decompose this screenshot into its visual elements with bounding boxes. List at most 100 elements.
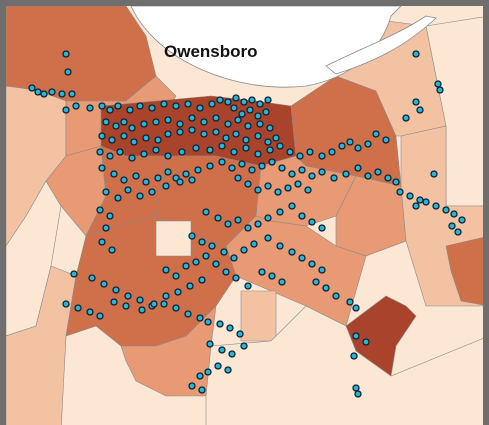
- point-marker[interactable]: [242, 136, 250, 144]
- point-marker[interactable]: [220, 248, 228, 256]
- point-marker[interactable]: [276, 208, 284, 216]
- point-marker[interactable]: [102, 224, 110, 232]
- point-marker[interactable]: [296, 152, 304, 160]
- point-marker[interactable]: [198, 386, 206, 394]
- point-marker[interactable]: [288, 202, 296, 210]
- point-marker[interactable]: [164, 168, 172, 176]
- point-marker[interactable]: [86, 308, 94, 316]
- point-marker[interactable]: [248, 166, 256, 174]
- point-marker[interactable]: [308, 172, 316, 180]
- point-marker[interactable]: [264, 96, 272, 104]
- point-marker[interactable]: [128, 154, 136, 162]
- point-marker[interactable]: [222, 134, 230, 142]
- tract-southwest[interactable]: [65, 215, 237, 347]
- point-marker[interactable]: [254, 186, 262, 194]
- point-marker[interactable]: [108, 246, 116, 254]
- point-marker[interactable]: [162, 266, 170, 274]
- point-marker[interactable]: [250, 240, 258, 248]
- point-marker[interactable]: [96, 206, 104, 214]
- point-marker[interactable]: [138, 306, 146, 314]
- point-marker[interactable]: [206, 146, 214, 154]
- point-marker[interactable]: [328, 148, 336, 156]
- point-marker[interactable]: [266, 124, 274, 132]
- point-marker[interactable]: [228, 164, 236, 172]
- point-marker[interactable]: [352, 304, 360, 312]
- point-marker[interactable]: [126, 106, 134, 114]
- point-marker[interactable]: [350, 352, 358, 360]
- point-marker[interactable]: [298, 254, 306, 262]
- tract-small-center[interactable]: [155, 220, 192, 257]
- point-marker[interactable]: [130, 138, 138, 146]
- point-marker[interactable]: [242, 144, 250, 152]
- point-marker[interactable]: [264, 138, 272, 146]
- point-marker[interactable]: [244, 180, 252, 188]
- point-marker[interactable]: [422, 198, 430, 206]
- point-marker[interactable]: [176, 120, 184, 128]
- point-marker[interactable]: [140, 120, 148, 128]
- point-marker[interactable]: [346, 298, 354, 306]
- point-marker[interactable]: [62, 50, 70, 58]
- point-marker[interactable]: [322, 284, 330, 292]
- point-marker[interactable]: [354, 164, 362, 172]
- point-marker[interactable]: [254, 132, 262, 140]
- point-marker[interactable]: [218, 142, 226, 150]
- point-marker[interactable]: [212, 128, 220, 136]
- point-marker[interactable]: [204, 368, 212, 376]
- point-marker[interactable]: [286, 148, 294, 156]
- point-marker[interactable]: [140, 150, 148, 158]
- point-marker[interactable]: [258, 268, 266, 276]
- point-marker[interactable]: [212, 260, 220, 268]
- point-marker[interactable]: [236, 330, 244, 338]
- point-marker[interactable]: [208, 242, 216, 250]
- point-marker[interactable]: [184, 100, 192, 108]
- point-marker[interactable]: [218, 158, 226, 166]
- point-marker[interactable]: [318, 266, 326, 274]
- tract-northwest-riverfront[interactable]: [6, 6, 157, 102]
- point-marker[interactable]: [274, 188, 282, 196]
- point-marker[interactable]: [162, 182, 170, 190]
- point-marker[interactable]: [88, 274, 96, 282]
- point-marker[interactable]: [254, 150, 262, 158]
- point-marker[interactable]: [160, 100, 168, 108]
- point-marker[interactable]: [188, 382, 196, 390]
- point-marker[interactable]: [62, 106, 70, 114]
- point-marker[interactable]: [128, 124, 136, 132]
- point-marker[interactable]: [308, 260, 316, 268]
- point-marker[interactable]: [234, 174, 242, 182]
- tract-central-south[interactable]: [240, 290, 277, 342]
- point-marker[interactable]: [98, 132, 106, 140]
- point-marker[interactable]: [338, 142, 346, 150]
- point-marker[interactable]: [254, 220, 262, 228]
- point-marker[interactable]: [318, 224, 326, 232]
- point-marker[interactable]: [254, 112, 262, 120]
- point-marker[interactable]: [98, 238, 106, 246]
- point-marker[interactable]: [224, 98, 232, 106]
- point-marker[interactable]: [122, 302, 130, 310]
- point-marker[interactable]: [342, 170, 350, 178]
- point-marker[interactable]: [124, 186, 132, 194]
- point-marker[interactable]: [136, 102, 144, 110]
- point-marker[interactable]: [458, 216, 466, 224]
- point-marker[interactable]: [174, 288, 182, 296]
- point-marker[interactable]: [412, 202, 420, 210]
- point-marker[interactable]: [142, 134, 150, 142]
- point-marker[interactable]: [276, 242, 284, 250]
- point-marker[interactable]: [372, 130, 380, 138]
- point-marker[interactable]: [436, 86, 444, 94]
- point-marker[interactable]: [162, 292, 170, 300]
- point-marker[interactable]: [64, 68, 72, 76]
- point-marker[interactable]: [294, 180, 302, 188]
- point-marker[interactable]: [182, 262, 190, 270]
- point-marker[interactable]: [96, 312, 104, 320]
- point-marker[interactable]: [256, 100, 264, 108]
- point-marker[interactable]: [202, 208, 210, 216]
- point-marker[interactable]: [188, 232, 196, 240]
- point-marker[interactable]: [114, 194, 122, 202]
- point-marker[interactable]: [216, 320, 224, 328]
- point-marker[interactable]: [98, 102, 106, 110]
- point-marker[interactable]: [160, 300, 168, 308]
- point-marker[interactable]: [198, 276, 206, 284]
- point-marker[interactable]: [416, 106, 424, 114]
- point-marker[interactable]: [272, 134, 280, 142]
- point-marker[interactable]: [116, 148, 124, 156]
